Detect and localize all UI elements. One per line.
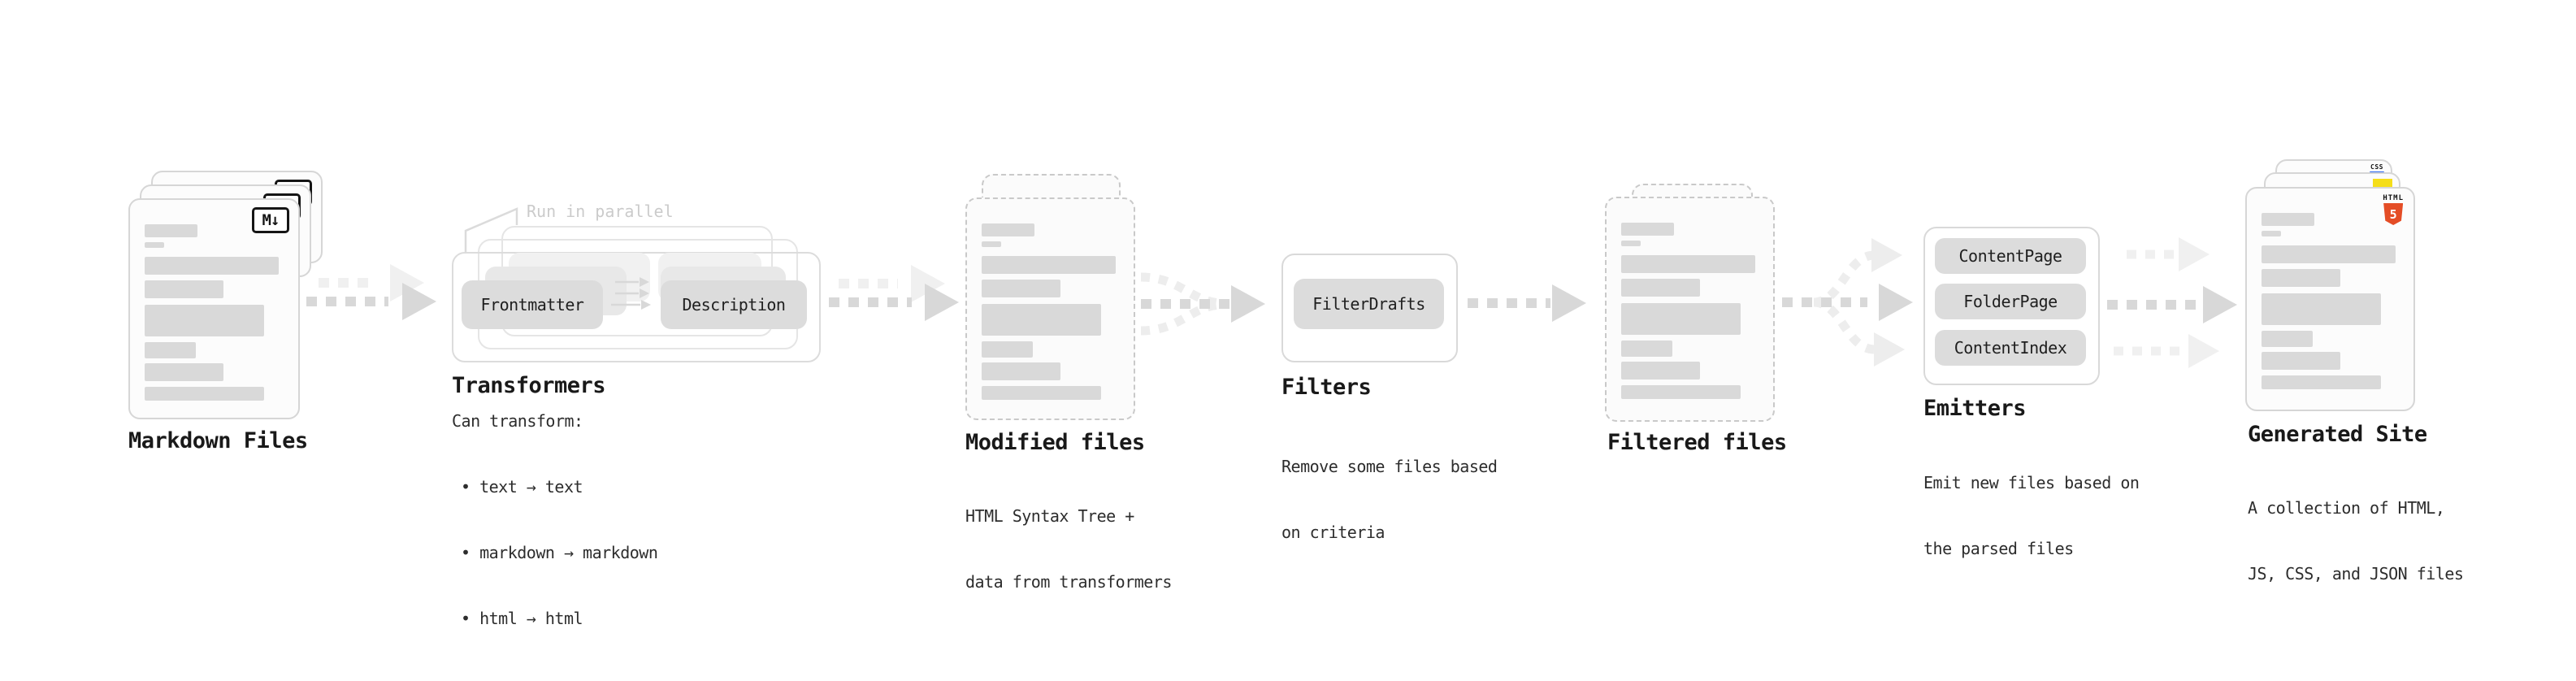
html5-icon-shield: 5 — [2383, 203, 2404, 225]
transformer-node-description: Description — [661, 280, 807, 329]
desc-line: on criteria — [1281, 523, 1385, 542]
generated-html-file-card: HTML 5 — [2245, 187, 2415, 411]
text-line-placeholder — [2262, 231, 2281, 236]
text-line-placeholder — [1621, 255, 1755, 273]
run-in-parallel-label: Run in parallel — [527, 202, 674, 221]
transformers-desc-title: Can transform: — [452, 411, 583, 431]
transformer-node-frontmatter: Frontmatter — [462, 280, 603, 329]
bullet-item: • html → html — [461, 609, 583, 628]
desc-line: HTML Syntax Tree + — [965, 506, 1134, 526]
modified-files-label: Modified files — [965, 430, 1145, 455]
arrow-filtered-to-emitters — [1782, 238, 1913, 367]
emitter-node-contentindex: ContentIndex — [1935, 330, 2086, 366]
filter-node-filterdrafts: FilterDrafts — [1294, 279, 1444, 329]
text-line-placeholder — [1621, 303, 1741, 335]
arrow-markdown-to-transformers — [306, 264, 436, 320]
text-line-placeholder — [2262, 375, 2381, 389]
text-line-placeholder — [2262, 352, 2340, 370]
text-line-placeholder — [145, 242, 164, 248]
text-line-placeholder — [982, 280, 1060, 297]
desc-line: data from transformers — [965, 572, 1172, 592]
bullet-item: • markdown → markdown — [461, 543, 658, 562]
text-line-placeholder — [2262, 293, 2381, 325]
text-line-placeholder — [1621, 279, 1700, 297]
text-line-placeholder — [145, 305, 264, 336]
desc-line: the parsed files — [1923, 539, 2074, 558]
text-line-placeholder — [2262, 213, 2314, 226]
markdown-files-label: Markdown Files — [128, 428, 308, 453]
text-line-placeholder — [1621, 223, 1674, 236]
markdown-icon: M↓ — [252, 207, 289, 233]
text-line-placeholder — [2262, 331, 2313, 347]
desc-line: JS, CSS, and JSON files — [2248, 564, 2464, 583]
emitters-label: Emitters — [1923, 396, 2027, 421]
desc-line: Remove some files based — [1281, 457, 1498, 476]
js-icon — [2373, 179, 2392, 188]
text-line-placeholder — [982, 223, 1034, 236]
text-line-placeholder — [145, 342, 196, 358]
html5-icon: HTML 5 — [2383, 195, 2404, 225]
text-line-placeholder — [1621, 385, 1741, 399]
desc-line: A collection of HTML, — [2248, 498, 2445, 518]
emitter-node-contentpage: ContentPage — [1935, 238, 2086, 274]
arrow-modified-to-filters — [1140, 272, 1265, 336]
html5-icon-number: 5 — [2389, 206, 2397, 222]
modified-file-card — [965, 197, 1135, 420]
filtered-files-label: Filtered files — [1607, 430, 1787, 455]
text-line-placeholder — [1621, 340, 1672, 357]
text-line-placeholder — [145, 257, 279, 275]
filters-label: Filters — [1281, 375, 1372, 400]
text-line-placeholder — [145, 224, 197, 237]
emitter-node-folderpage: FolderPage — [1935, 284, 2086, 319]
markdown-file-card: M↓ — [128, 198, 300, 419]
transformers-bullets: • text → text • markdown → markdown • ht… — [461, 432, 658, 674]
text-line-placeholder — [145, 280, 223, 298]
desc-line: Emit new files based on — [1923, 473, 2140, 492]
bullet-item: • text → text — [461, 477, 583, 497]
text-line-placeholder — [982, 362, 1060, 380]
filtered-file-card — [1605, 197, 1775, 422]
text-line-placeholder — [982, 341, 1033, 358]
text-line-placeholder — [982, 241, 1001, 247]
text-line-placeholder — [982, 256, 1116, 274]
arrow-emitters-to-generated — [2107, 237, 2237, 368]
filters-desc: Remove some files based on criteria — [1281, 412, 1498, 588]
text-line-placeholder — [1621, 241, 1641, 246]
arrow-filters-to-filtered — [1468, 284, 1586, 322]
generated-site-label: Generated Site — [2248, 422, 2427, 447]
text-line-placeholder — [982, 386, 1101, 400]
css-icon-text: CSS — [2370, 163, 2383, 171]
modified-files-desc: HTML Syntax Tree + data from transformer… — [965, 462, 1172, 637]
text-line-placeholder — [982, 304, 1101, 336]
emitters-desc: Emit new files based on the parsed files — [1923, 428, 2140, 604]
text-line-placeholder — [2262, 269, 2340, 287]
text-line-placeholder — [1621, 362, 1700, 380]
text-line-placeholder — [145, 363, 223, 381]
transformers-label: Transformers — [452, 373, 606, 398]
text-line-placeholder — [145, 387, 264, 401]
html5-icon-text: HTML — [2383, 194, 2404, 202]
text-line-placeholder — [2262, 245, 2396, 263]
generated-site-desc: A collection of HTML, JS, CSS, and JSON … — [2248, 453, 2464, 629]
arrow-transformers-to-modified — [829, 265, 959, 321]
